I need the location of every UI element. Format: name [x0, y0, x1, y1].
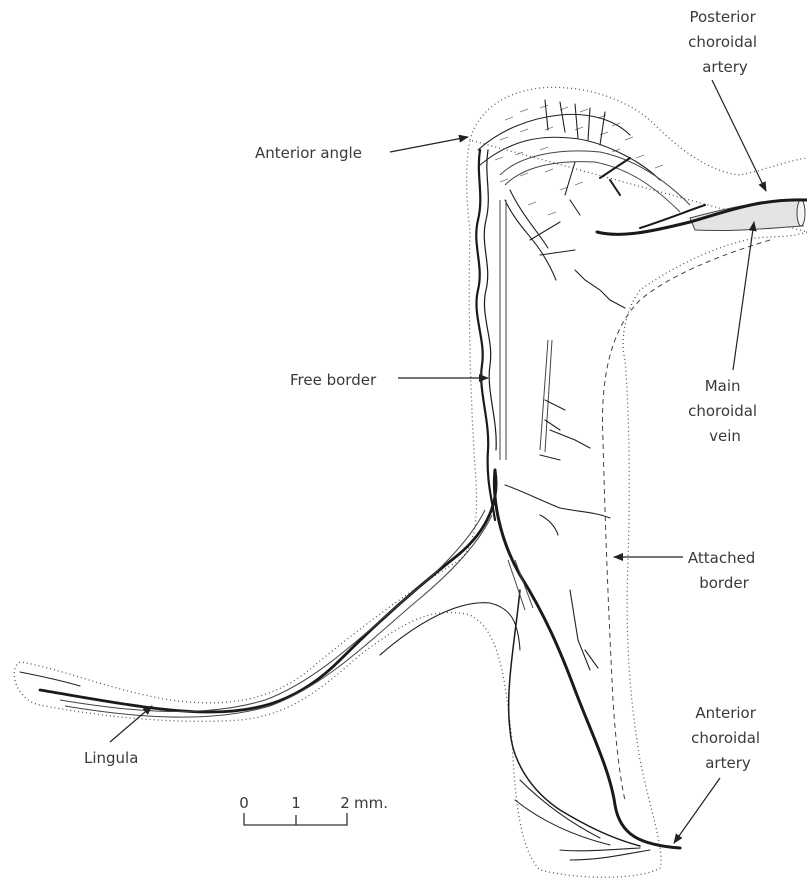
label-lingula: Lingula	[84, 749, 138, 767]
scale-tick-1: 1	[291, 794, 301, 812]
scale-tick-2: 2	[340, 794, 350, 812]
upper-vessel-network	[478, 100, 690, 308]
label-main-choroidal-vein: Main choroidal vein	[688, 377, 762, 445]
scale-unit: mm.	[354, 794, 388, 812]
label-attached-border: Attached border	[688, 549, 760, 592]
pointer-main-choroidal-vein	[733, 222, 754, 370]
pointer-anterior-choroidal-artery	[674, 778, 720, 843]
scale-tick-0: 0	[239, 794, 249, 812]
label-posterior-choroidal-artery: Posterior choroidal artery	[688, 8, 762, 76]
free-border-vessel	[476, 150, 495, 520]
scale-bar: 0 1 2 mm.	[239, 794, 388, 825]
anterior-choroidal-artery-vessel	[494, 470, 680, 848]
label-free-border: Free border	[290, 371, 377, 389]
lingula-vessels	[20, 470, 520, 717]
angle-hatching	[495, 105, 663, 215]
pointer-anterior-angle	[390, 137, 468, 152]
label-anterior-angle: Anterior angle	[255, 144, 362, 162]
label-anterior-choroidal-artery: Anterior choroidal artery	[691, 704, 765, 772]
pointer-lingula	[110, 706, 152, 742]
scale-line	[244, 813, 347, 825]
